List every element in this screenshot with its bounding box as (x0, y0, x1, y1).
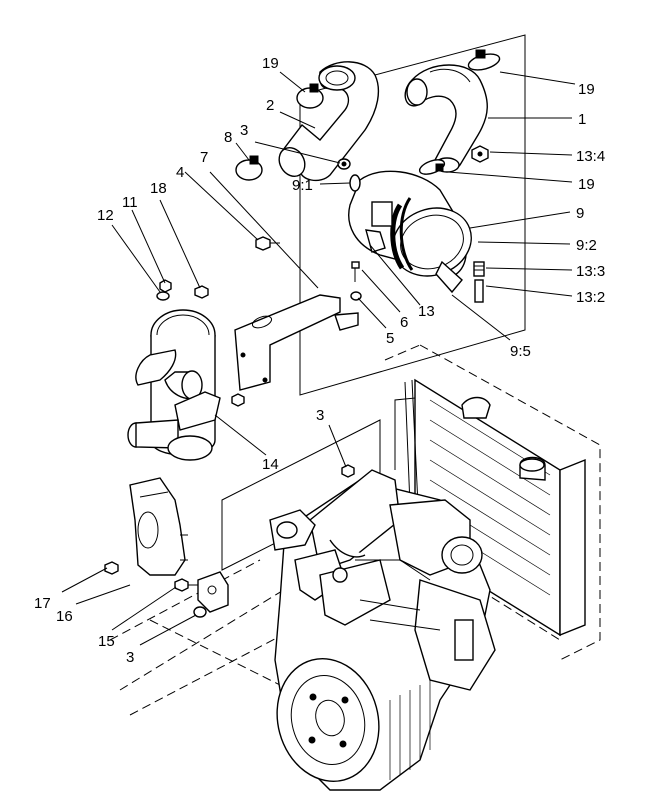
muffler-14 (127, 309, 221, 461)
callout-7: 7 (200, 149, 208, 166)
callout-1: 1 (578, 111, 586, 128)
air-cleaner-backplate (299, 34, 526, 396)
callout-15: 15 (98, 633, 115, 650)
nut-11 (159, 279, 172, 293)
callout-13-2: 13:2 (576, 289, 605, 306)
callout-8: 8 (224, 129, 232, 146)
mounting-bracket (197, 571, 229, 613)
callout-3-bottom: 3 (126, 649, 134, 666)
callout-6: 6 (400, 314, 408, 331)
bolt-18 (194, 285, 209, 299)
callout-9-2: 9:2 (576, 237, 597, 254)
washer-5 (350, 291, 362, 301)
nut-13-4 (471, 145, 489, 163)
callout-13: 13 (418, 303, 435, 320)
callout-19-mid: 19 (578, 176, 595, 193)
bolt-6 (351, 261, 360, 282)
callout-12: 12 (97, 207, 114, 224)
bracket-bolt (231, 393, 245, 407)
air-cleaner-9 (348, 170, 472, 294)
callout-13-4: 13:4 (576, 148, 605, 165)
bolt-17 (104, 561, 119, 575)
radiator (404, 378, 586, 637)
callout-9: 9 (576, 205, 584, 222)
washer-12 (156, 291, 170, 301)
callout-19-topleft: 19 (262, 55, 279, 72)
callout-3-top: 3 (240, 122, 248, 139)
callout-19-topright: 19 (578, 81, 595, 98)
callout-4: 4 (176, 164, 184, 181)
heat-shield-16 (129, 477, 188, 576)
callout-17: 17 (34, 595, 51, 612)
callout-labels: 19 19 2 1 3 8 13:4 7 4 19 9:1 18 11 9 12… (34, 55, 605, 666)
callout-11: 11 (122, 194, 138, 211)
callout-5: 5 (386, 330, 394, 347)
callout-9-1: 9:1 (292, 177, 313, 194)
hose-clamp-top-right (467, 49, 501, 71)
fitting-13-3 (473, 261, 485, 277)
nut-3-mid (341, 464, 355, 478)
hose-clamp-mid (418, 159, 446, 175)
callout-3-mid: 3 (316, 407, 324, 424)
callout-16: 16 (56, 608, 73, 625)
washer-3-bottom (193, 606, 207, 618)
fitting-13-2 (474, 279, 484, 303)
engine-block (269, 397, 496, 791)
callout-9-5: 9:5 (510, 343, 531, 360)
callout-18: 18 (150, 180, 167, 197)
bolt-4 (255, 236, 280, 251)
bracket-7 (234, 294, 359, 391)
bolt-15 (174, 578, 200, 592)
leader-lines (61, 71, 576, 646)
callout-2: 2 (266, 97, 274, 114)
callout-14: 14 (262, 456, 279, 473)
callout-13-3: 13:3 (576, 263, 605, 280)
hose-clamp-top-left (296, 83, 324, 109)
nut-3-top (337, 158, 351, 170)
